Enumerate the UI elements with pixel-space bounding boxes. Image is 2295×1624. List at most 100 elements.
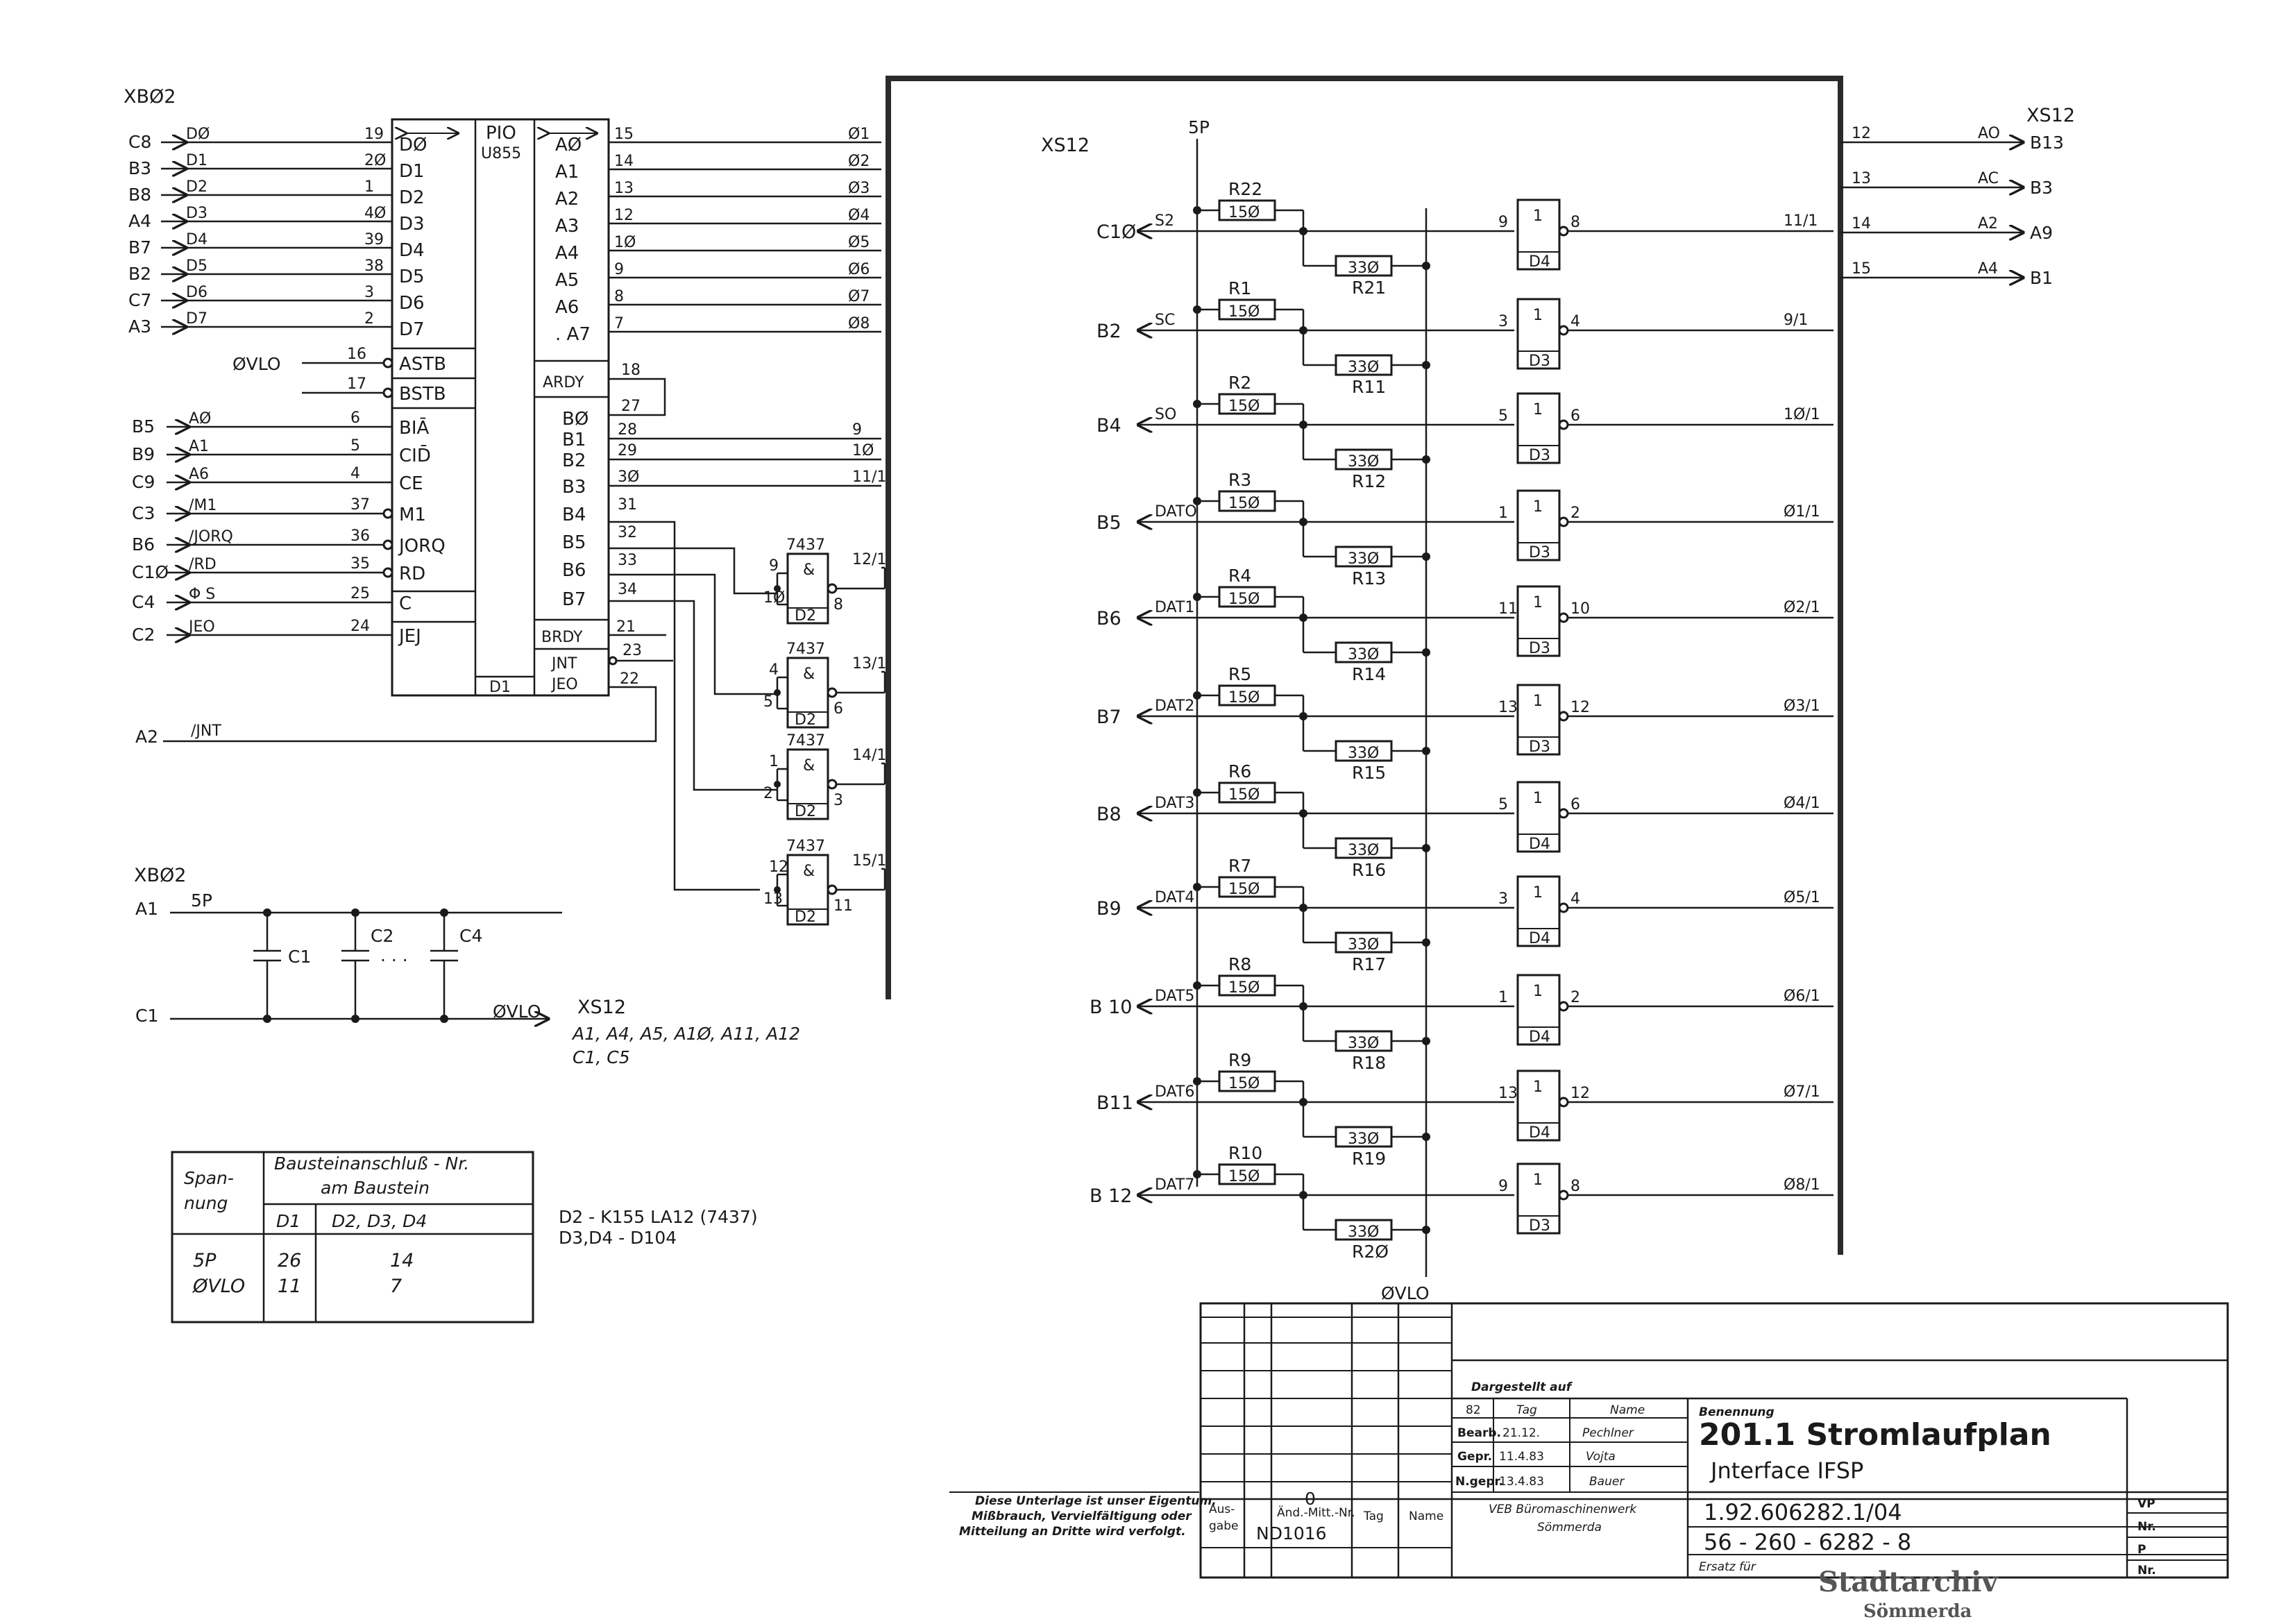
driver-gate-bubble [1558, 1001, 1569, 1012]
pio-ieo-pin: 22 [620, 670, 639, 688]
pio-loop-pin: 27 [621, 398, 641, 415]
capacitor-label: C2 [371, 926, 393, 946]
resistor-body [1335, 740, 1393, 762]
power-conn-c: C1 [135, 1006, 158, 1026]
strobe-pin-number: 17 [347, 375, 366, 393]
junction-dot [1422, 648, 1430, 657]
ctrl-pin-number: 4 [350, 465, 360, 482]
pio-int-pin: 23 [623, 642, 642, 659]
port-a-output: Ø7 [848, 288, 870, 305]
driver-gate-in: 9 [1498, 214, 1508, 231]
tb-year: 82 [1466, 1403, 1481, 1417]
port-b-pin-number: 3Ø [618, 468, 639, 486]
connector-frame [886, 76, 1843, 1255]
port-b-label: B5 [562, 532, 586, 553]
nand-gate-out: 11 [833, 897, 853, 915]
data-pin-number: 4Ø [364, 205, 386, 222]
driver-signal: DAT5 [1155, 988, 1194, 1005]
rail-gnd-label: ØVLO [1381, 1283, 1430, 1303]
driver-gate-body [1516, 1162, 1561, 1235]
driver-gate-body [1516, 198, 1561, 271]
driver-gate-out: 8 [1570, 1178, 1580, 1195]
ctrl-pin-number: 36 [350, 527, 370, 545]
ctrl-pin-conn: B5 [132, 416, 155, 437]
tb-tag: Tag [1516, 1403, 1537, 1417]
driver-conn: B7 [1096, 707, 1121, 728]
nand-out-bubble [827, 687, 838, 698]
resistor-label: R2 [1228, 373, 1251, 393]
connector-label-xs12-right: XS12 [2026, 105, 2075, 126]
tb-ausgabe-2: gabe [1209, 1519, 1238, 1533]
driver-signal: DAT3 [1155, 795, 1194, 812]
rail-5p-label: 5P [1188, 117, 1210, 137]
ctrl-pin-conn: C3 [132, 503, 155, 523]
driver-conn: B11 [1096, 1092, 1133, 1114]
table-col-d1: D1 [276, 1211, 300, 1231]
pio-int-bubble [608, 656, 618, 666]
resistor-label: R16 [1352, 860, 1386, 880]
data-pin-number: 1 [364, 178, 374, 196]
tb-drawing-no: 1.92.606282.1/04 [1704, 1499, 1902, 1525]
driver-gate-body [1516, 781, 1561, 853]
port-a-output: Ø5 [848, 234, 870, 251]
resistor-label: R10 [1228, 1143, 1262, 1163]
ctrl-pin-conn: C4 [132, 592, 155, 612]
ctrl-pin-label: JORQ [398, 536, 446, 557]
note-line-2: D3,D4 - D104 [559, 1228, 677, 1248]
driver-ext-pin: 11/1 [1784, 212, 1818, 230]
resistor-body [1335, 354, 1393, 376]
strobe-label: ASTB [399, 354, 446, 375]
pio-brdy-pin: 21 [616, 618, 636, 636]
driver-gate-body [1516, 1069, 1561, 1142]
tb-ausgabe-1: Aus- [1209, 1503, 1235, 1516]
resistor-label: R17 [1352, 954, 1386, 974]
driver-gate-ref: D3 [1529, 738, 1550, 756]
nand-gate-body [786, 748, 829, 820]
power-sig-5p: 5P [191, 890, 212, 911]
nand-gate-in2: 2 [763, 785, 773, 802]
xs12-out-signal: A4 [1978, 260, 1998, 278]
nand-ext-pin: 15/1 [852, 852, 886, 870]
strobe-pin-number: 16 [347, 346, 366, 363]
junction-dot [1422, 938, 1430, 947]
driver-gate-symbol: 1 [1533, 884, 1543, 902]
data-pin-signal: D2 [186, 178, 208, 196]
data-pin-label: D1 [399, 161, 425, 182]
port-a-pin-number: 12 [614, 207, 634, 224]
tb-notice-1: Diese Unterlage ist unser Eigentum. [975, 1494, 1217, 1508]
table-cell-voltage: ØVLO [192, 1276, 245, 1297]
junction-dot [1422, 1226, 1430, 1234]
resistor-value: 33Ø [1348, 842, 1379, 859]
driver-gate-in: 13 [1498, 1085, 1518, 1102]
nand-gate-ref: D2 [795, 803, 816, 820]
nand-gate-body [786, 552, 829, 625]
capacitor-label: C1 [288, 947, 311, 967]
data-pin-number: 19 [364, 126, 384, 143]
driver-gate-in: 1 [1498, 505, 1508, 522]
driver-ext-pin: 9/1 [1784, 312, 1808, 329]
driver-ext-pin: Ø6/1 [1784, 988, 1820, 1005]
nand-out-bubble [827, 884, 838, 895]
resistor-label: R13 [1352, 568, 1386, 589]
driver-gate-bubble [1558, 902, 1569, 913]
data-pin-signal: D1 [186, 152, 208, 169]
junction-dot [1422, 455, 1430, 464]
driver-conn: B 12 [1090, 1185, 1132, 1207]
xs12-out-signal: A2 [1978, 215, 1998, 232]
resistor-value: 33Ø [1348, 1131, 1379, 1148]
driver-gate-in: 3 [1498, 890, 1508, 908]
data-pin-signal: DØ [186, 126, 210, 143]
port-a-pin-number: 15 [614, 126, 634, 143]
driver-gate-in: 3 [1498, 313, 1508, 330]
ctrl-pin-number: 5 [350, 437, 360, 455]
connector-label-xb02: XBØ2 [124, 86, 176, 108]
data-pin-label: D4 [399, 240, 425, 261]
ardy-loop-wire [609, 378, 666, 416]
resistor-body [1218, 393, 1276, 415]
driver-gate-bubble [1558, 325, 1569, 336]
resistor-value: 15Ø [1228, 881, 1260, 898]
tb-bearb: Bearb. [1457, 1426, 1501, 1440]
port-a-output: Ø3 [848, 180, 870, 197]
